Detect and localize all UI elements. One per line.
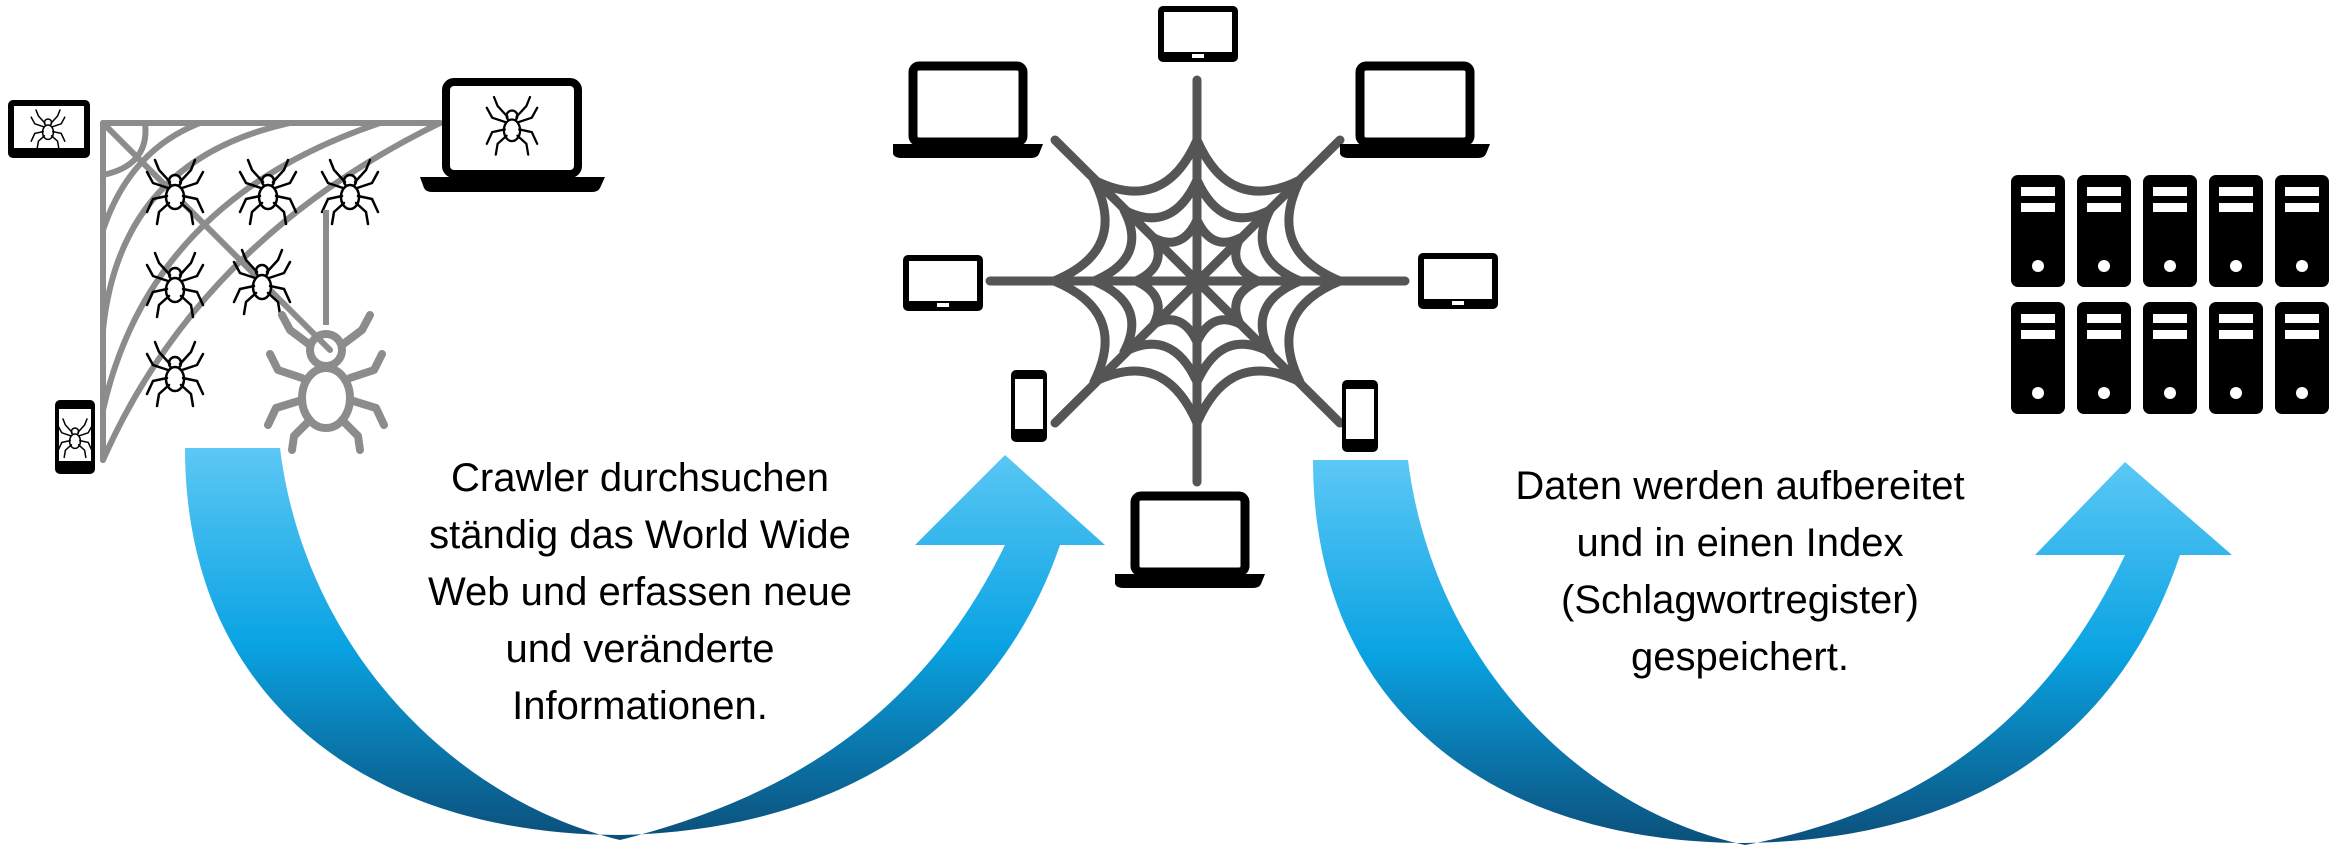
crawl-arrow (185, 448, 1105, 840)
hanging-spider-icon (264, 210, 388, 454)
crawl-caption-line: und veränderte (505, 627, 775, 671)
server-icon (2011, 175, 2329, 414)
internet-web-icon (985, 75, 1410, 487)
smartphone-icon (55, 400, 95, 474)
crawl-caption-line: Web und erfassen neue (427, 570, 852, 614)
index-arrow (1313, 460, 2232, 845)
index-caption-line: Daten werden aufbereitet (1515, 464, 1965, 508)
index-caption: Daten werden aufbereitet und in einen In… (1440, 458, 2040, 686)
crawl-caption-line: Crawler durchsuchen (451, 456, 829, 500)
crawl-caption-line: Informationen. (512, 684, 768, 728)
index-caption-line: und in einen Index (1576, 521, 1904, 565)
index-caption-line: (Schlagwortregister) (1561, 578, 1919, 622)
index-caption-line: gespeichert. (1631, 635, 1849, 679)
laptop-icon (420, 78, 605, 192)
tablet-icon (8, 100, 90, 158)
crawl-caption-line: ständig das World Wide (429, 513, 851, 557)
spider-icon (145, 158, 380, 408)
crawl-caption: Crawler durchsuchen ständig das World Wi… (350, 450, 930, 735)
